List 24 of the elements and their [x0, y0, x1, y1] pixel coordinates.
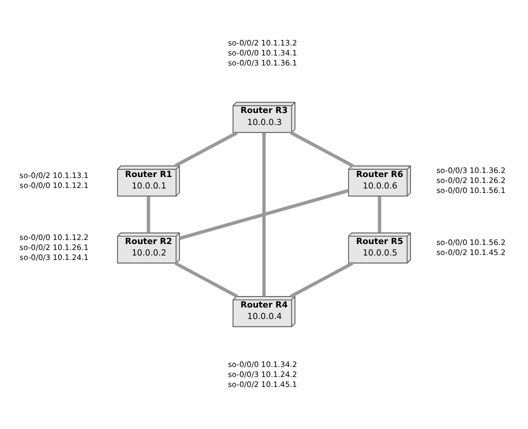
node-label: so-0/0/0 10.1.12.2 [20, 232, 89, 242]
connector [179, 189, 349, 240]
connector [174, 131, 238, 168]
node-label: so-0/0/0 10.1.56.1 [436, 186, 506, 195]
connector [290, 131, 354, 168]
connector [174, 262, 238, 298]
node-label: so-0/0/3 10.1.36.1 [228, 58, 298, 68]
node-label: so-0/0/2 10.1.45.2 [436, 248, 506, 257]
node-label: so-0/0/3 10.1.36.2 [436, 166, 506, 175]
node-label: so-0/0/0 10.1.12.1 [20, 180, 89, 190]
node-label: so-0/0/2 10.1.13.1 [20, 170, 89, 180]
node-label: so-0/0/2 10.1.26.2 [436, 176, 506, 185]
node-label: so-0/0/0 10.1.34.2 [228, 360, 298, 370]
node-label: so-0/0/0 10.1.56.2 [436, 238, 506, 247]
connector [290, 262, 354, 298]
node-label: so-0/0/2 10.1.13.2 [228, 38, 298, 48]
node-label: so-0/0/3 10.1.24.1 [20, 252, 89, 262]
node-label: so-0/0/2 10.1.45.1 [228, 380, 298, 390]
node-label: so-0/0/2 10.1.26.1 [20, 242, 89, 252]
connector [146, 196, 150, 233]
node-label: so-0/0/3 10.1.24.2 [228, 370, 298, 380]
connector [262, 132, 266, 296]
node-label: so-0/0/0 10.1.34.1 [228, 48, 298, 58]
connector [378, 196, 382, 233]
